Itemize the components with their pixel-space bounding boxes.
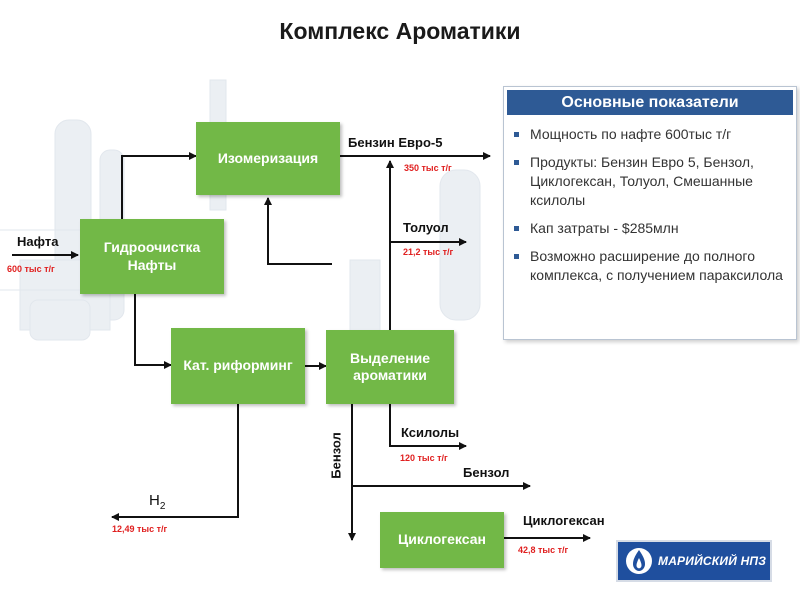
gasoline-value: 350 тыс т/г <box>404 163 452 173</box>
company-logo-icon <box>626 548 652 574</box>
flow-arrow <box>121 152 197 219</box>
bullet-square-icon <box>514 254 519 259</box>
logo-text: МАРИЙСКИЙ НПЗ <box>658 554 767 568</box>
bullet-square-icon <box>514 160 519 165</box>
isomerization-unit: Изомеризация <box>196 122 340 195</box>
benzene-vertical-label: Бензол <box>328 432 344 479</box>
hydrotreating-unit: Гидроочистка Нафты <box>80 219 224 294</box>
bullet-square-icon <box>514 226 519 231</box>
toluene-label: Толуол <box>403 220 449 235</box>
cyclohexane-value: 42,8 тыс т/г <box>518 545 569 555</box>
cyclohexane-unit: Циклогексан <box>380 512 504 568</box>
company-logo: МАРИЙСКИЙ НПЗ <box>616 540 772 582</box>
xylenes-label: Ксилолы <box>401 425 460 440</box>
list-item: Продукты: Бензин Евро 5, Бензол, Циклоге… <box>514 153 790 210</box>
aromatics-extraction-unit: Выделение ароматики <box>326 330 454 404</box>
list-item: Кап затраты - $285млн <box>514 219 790 238</box>
list-item: Мощность по нафте 600тыс т/г <box>514 125 790 144</box>
hydrogen-value: 12,49 тыс т/г <box>112 524 168 534</box>
flow-arrow <box>111 404 239 521</box>
feed-label: Нафта <box>17 234 59 249</box>
benzene-label: Бензол <box>463 465 510 480</box>
panel-header: Основные показатели <box>507 90 793 115</box>
flow-arrow <box>264 197 332 265</box>
cyclohexane-label: Циклогексан <box>523 513 605 528</box>
hydrogen-label: H2 <box>149 492 166 512</box>
key-indicators-panel: Основные показатели Мощность по нафте 60… <box>503 86 797 340</box>
flow-arrow <box>134 294 172 369</box>
cat-reforming-unit: Кат. риформинг <box>171 328 305 404</box>
gasoline-label: Бензин Евро-5 <box>348 135 443 150</box>
bullet-square-icon <box>514 132 519 137</box>
list-item: Возможно расширение до полного комплекса… <box>514 247 790 285</box>
feed-value: 600 тыс т/г <box>7 264 55 274</box>
flow-arrow <box>389 404 467 450</box>
toluene-value: 21,2 тыс т/г <box>403 247 454 257</box>
indicators-list: Мощность по нафте 600тыс т/г Продукты: Б… <box>514 125 790 285</box>
xylenes-value: 120 тыс т/г <box>400 453 448 463</box>
page-title: Комплекс Ароматики <box>279 18 521 44</box>
